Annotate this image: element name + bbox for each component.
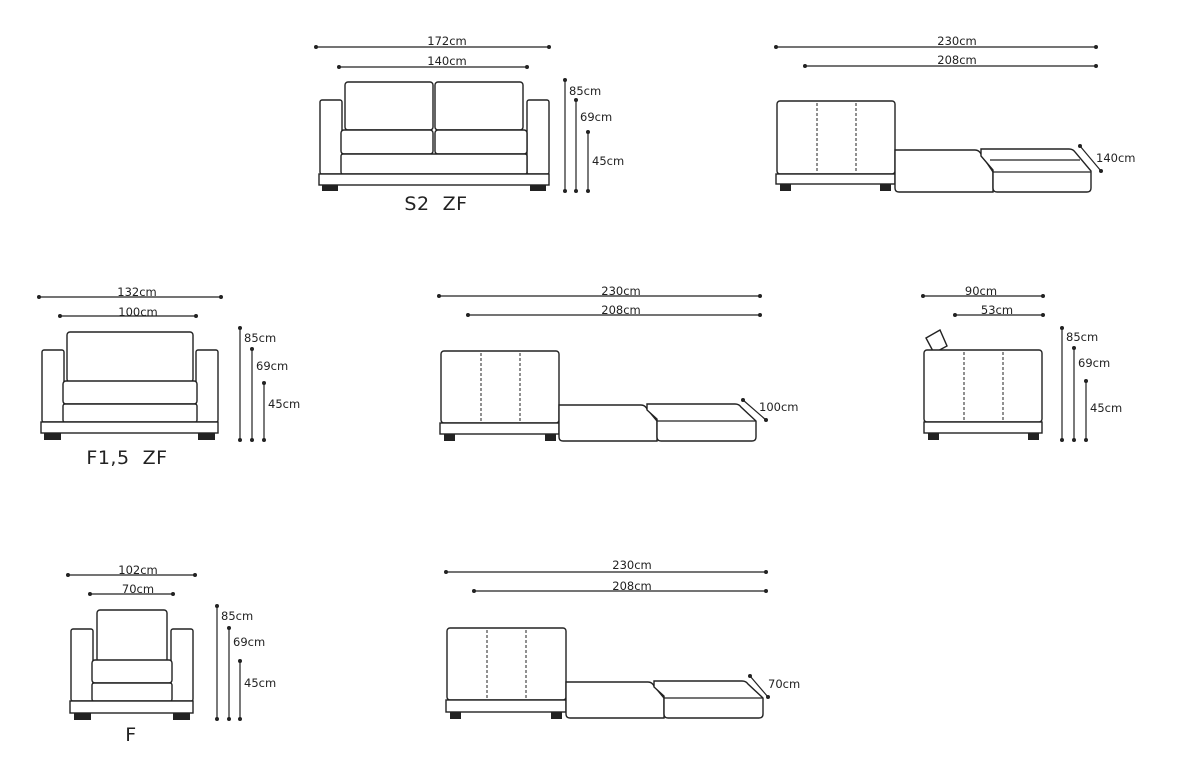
f15zf-length-bed-dimension: 208cm	[466, 303, 762, 317]
f-height-arm-dimension: 69cm	[227, 626, 265, 721]
profile-drawing	[923, 329, 1043, 440]
f15zf-height-arm-dimension: 69cm	[250, 347, 288, 442]
f-width-inner-dimension: 70cm	[88, 582, 175, 596]
s2zf-sofa-front-drawing	[318, 81, 550, 191]
profile-side-view: 90cm 53cm 85cm 69cm 4	[921, 284, 1122, 442]
profile-height-arm-dimension: 69cm	[1072, 346, 1110, 442]
s2zf-height-back-dimension: 85cm	[563, 78, 601, 193]
f-width-outer-dimension: 102cm	[66, 563, 197, 577]
s2zf-depth-label: 140cm	[1096, 151, 1135, 165]
f15zf-bed-side-drawing	[439, 350, 757, 442]
s2zf-bed-side-drawing	[775, 100, 1092, 193]
f-width-inner-label: 70cm	[122, 582, 154, 596]
f-bed-side-drawing	[445, 627, 764, 719]
f-height-arm-label: 69cm	[233, 635, 265, 649]
s2zf-height-arm-dimension: 69cm	[574, 98, 612, 193]
f15zf-model-name: F1,5 ZF	[86, 447, 167, 469]
f-depth-dimension: 70cm	[748, 674, 800, 699]
s2zf-side-view: 230cm 208cm 140cm	[774, 34, 1135, 193]
f15zf-front-view: 132cm 100cm 85cm 69cm	[37, 285, 300, 469]
f15zf-height-seat-dimension: 45cm	[262, 381, 300, 442]
s2zf-height-arm-label: 69cm	[580, 110, 612, 124]
s2zf-width-outer-dimension: 172cm	[314, 34, 551, 49]
s2zf-front-view: 172cm 140cm 85cm 69cm	[314, 34, 624, 215]
s2zf-depth-dimension: 140cm	[1078, 144, 1135, 173]
f15zf-width-outer-dimension: 132cm	[37, 285, 223, 299]
f15zf-length-open-dimension: 230cm	[437, 284, 762, 298]
f-length-bed-label: 208cm	[612, 579, 651, 593]
s2zf-width-inner-label: 140cm	[427, 54, 466, 68]
f15zf-depth-dimension: 100cm	[741, 398, 798, 422]
f15zf-height-arm-label: 69cm	[256, 359, 288, 373]
profile-height-arm-label: 69cm	[1078, 356, 1110, 370]
f-front-view: 102cm 70cm 85cm 69cm	[66, 563, 276, 746]
f15zf-depth-label: 100cm	[759, 400, 798, 414]
f-height-seat-label: 45cm	[244, 676, 276, 690]
f15zf-sofa-front-drawing	[40, 331, 219, 440]
profile-height-seat-dimension: 45cm	[1084, 379, 1122, 442]
s2zf-height-back-label: 85cm	[569, 84, 601, 98]
profile-depth-seat-label: 53cm	[981, 303, 1013, 317]
f15zf-height-back-dimension: 85cm	[238, 326, 276, 442]
profile-depth-outer-label: 90cm	[965, 284, 997, 298]
f-chair-front-drawing	[69, 609, 194, 720]
s2zf-length-bed-label: 208cm	[937, 53, 976, 67]
s2zf-length-bed-dimension: 208cm	[803, 53, 1098, 68]
f15zf-length-bed-label: 208cm	[601, 303, 640, 317]
profile-height-seat-label: 45cm	[1090, 401, 1122, 415]
f-length-open-label: 230cm	[612, 558, 651, 572]
f15zf-width-inner-label: 100cm	[118, 305, 157, 319]
f-depth-label: 70cm	[768, 677, 800, 691]
f-side-view: 230cm 208cm 70cm	[444, 558, 800, 719]
f-width-outer-label: 102cm	[118, 563, 157, 577]
s2zf-width-inner-dimension: 140cm	[337, 54, 529, 69]
f-length-bed-dimension: 208cm	[472, 579, 768, 593]
f15zf-height-seat-label: 45cm	[268, 397, 300, 411]
f-model-name: F	[125, 724, 136, 746]
s2zf-length-open-dimension: 230cm	[774, 34, 1098, 49]
s2zf-width-outer-label: 172cm	[427, 34, 466, 48]
f-height-seat-dimension: 45cm	[238, 659, 276, 721]
profile-height-back-label: 85cm	[1066, 330, 1098, 344]
f15zf-side-view: 230cm 208cm 100cm	[437, 284, 798, 442]
profile-depth-seat-dimension: 53cm	[953, 303, 1045, 317]
f-height-back-label: 85cm	[221, 609, 253, 623]
s2zf-length-open-label: 230cm	[937, 34, 976, 48]
f15zf-width-inner-dimension: 100cm	[58, 305, 198, 319]
f15zf-height-back-label: 85cm	[244, 331, 276, 345]
f15zf-width-outer-label: 132cm	[117, 285, 156, 299]
f15zf-length-open-label: 230cm	[601, 284, 640, 298]
s2zf-height-seat-dimension: 45cm	[586, 130, 624, 193]
profile-depth-outer-dimension: 90cm	[921, 284, 1045, 298]
s2zf-model-name: S2 ZF	[404, 193, 467, 215]
s2zf-height-seat-label: 45cm	[592, 154, 624, 168]
f-height-back-dimension: 85cm	[215, 604, 253, 721]
f-length-open-dimension: 230cm	[444, 558, 768, 574]
profile-height-back-dimension: 85cm	[1060, 326, 1098, 442]
